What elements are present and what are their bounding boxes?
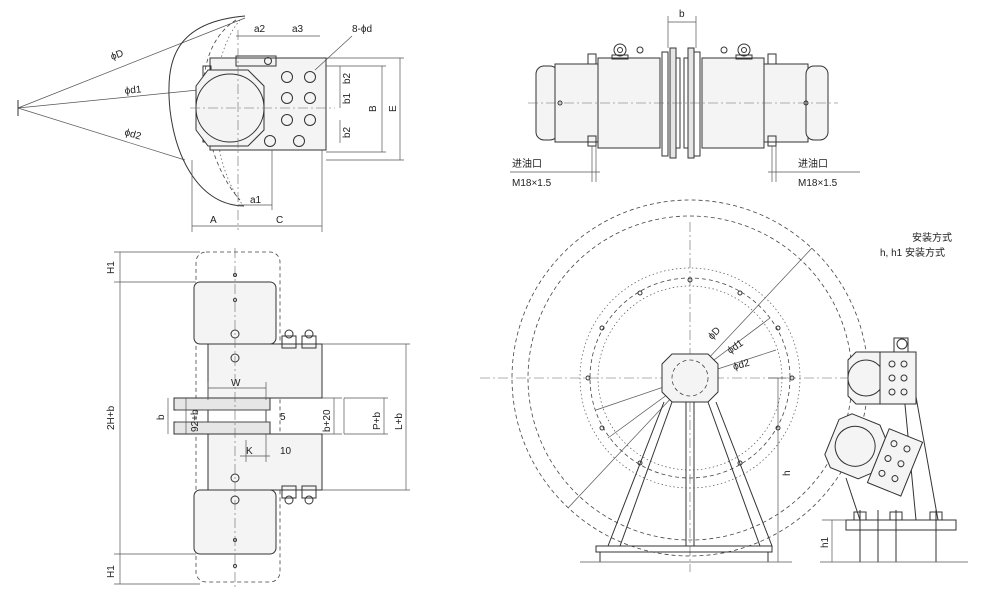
label-b-plus-20: b+20 (322, 409, 333, 432)
label-dia-D-ring: ϕD (706, 325, 723, 342)
label-B: B (368, 105, 379, 112)
label-thread-left: M18×1.5 (512, 178, 552, 189)
label-K: K (246, 446, 253, 457)
label-thread-right: M18×1.5 (798, 178, 838, 189)
label-A: A (210, 215, 217, 226)
label-holes: 8-ϕd (352, 24, 372, 35)
label-a3: a3 (292, 24, 304, 35)
bottom-right-view: 安装方式 h, h1 安装方式 ϕD ϕd1 ϕd2 h h1 (480, 199, 968, 572)
label-E: E (388, 105, 399, 112)
label-install-method: 安装方式 (912, 231, 952, 244)
label-dia-d1: ϕd1 (124, 84, 142, 97)
label-5: 5 (280, 412, 286, 423)
label-b1: b1 (342, 92, 353, 104)
label-b2-bottom: b2 (342, 126, 353, 138)
label-b2-top: b2 (342, 72, 353, 84)
label-h1: h1 (820, 536, 831, 548)
label-P-b: P+b (372, 411, 383, 430)
label-b-side: b (156, 414, 167, 420)
label-dia-d2-ring: ϕd2 (732, 358, 752, 373)
label-L-b: L+b (394, 413, 405, 430)
label-oil-inlet-right: 进油口 (798, 157, 828, 170)
label-install-method-h: h, h1 安装方式 (880, 246, 945, 259)
label-dia-d1-ring: ϕd1 (726, 338, 746, 357)
label-W: W (231, 378, 241, 389)
label-10: 10 (280, 446, 292, 457)
label-oil-inlet-left: 进油口 (512, 157, 542, 170)
label-H1-bottom: H1 (106, 565, 117, 578)
label-dia-D: ϕD (109, 48, 125, 63)
label-92-b: 92+b (190, 409, 201, 432)
label-h: h (782, 470, 793, 476)
label-a2: a2 (254, 24, 266, 35)
label-C: C (276, 215, 283, 226)
top-right-view: b 进油口 M18×1.5 进油口 M18×1.5 (510, 9, 860, 189)
bottom-left-view: H1 2H+b H1 W b 92+b 5 b+20 P+b L+b K 10 (106, 248, 410, 588)
label-2H-b: 2H+b (106, 405, 117, 430)
label-H1-top: H1 (106, 261, 117, 274)
top-left-view: ϕD ϕd1 ϕd2 a2 a3 8-ϕd b2 b1 b2 B E a1 A … (17, 15, 404, 232)
label-dia-d2: ϕd2 (123, 127, 143, 142)
label-a1: a1 (250, 195, 262, 206)
label-b-top: b (679, 9, 685, 20)
